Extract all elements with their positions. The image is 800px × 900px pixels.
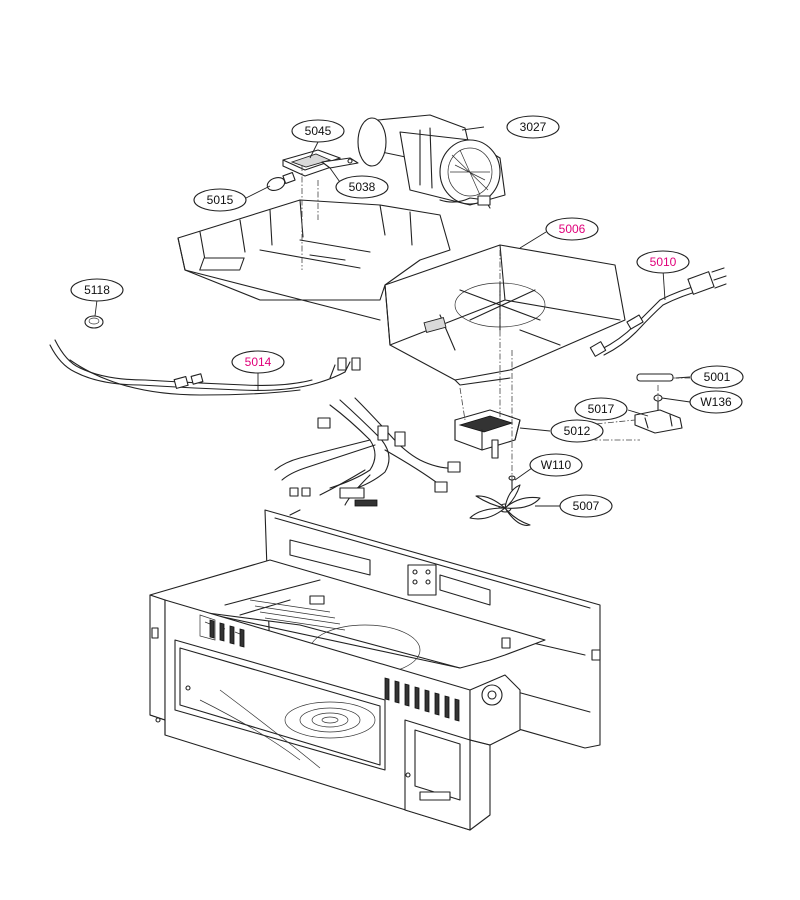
svg-text:5010: 5010 <box>650 255 677 269</box>
callout-5014: 5014 <box>231 350 285 374</box>
cabinet-cavity <box>149 509 601 831</box>
callout-5012: 5012 <box>550 419 604 443</box>
callout-5007: 5007 <box>559 494 613 518</box>
svg-text:W110: W110 <box>541 458 572 472</box>
svg-text:5045: 5045 <box>305 124 332 138</box>
callout-5010: 5010 <box>636 250 690 274</box>
callout-5001: 5001 <box>690 365 744 389</box>
callout-5017: 5017 <box>574 397 628 421</box>
blower-motor-assembly <box>357 114 506 209</box>
svg-text:3027: 3027 <box>520 120 547 134</box>
svg-text:5017: 5017 <box>588 402 615 416</box>
svg-text:5015: 5015 <box>207 193 234 207</box>
callout-5038: 5038 <box>335 175 389 199</box>
callout-5006: 5006 <box>545 217 599 241</box>
pin-5001 <box>636 373 690 382</box>
callout-5045: 5045 <box>291 119 345 143</box>
air-guide-5006 <box>177 199 626 386</box>
lamp-5015 <box>266 171 296 191</box>
callout-w110: W110 <box>529 453 583 477</box>
callout-5015: 5015 <box>193 188 247 212</box>
svg-text:5012: 5012 <box>564 424 591 438</box>
fan-blade-5007 <box>469 484 541 526</box>
svg-text:5001: 5001 <box>704 370 731 384</box>
sensor-5118 <box>84 315 104 329</box>
svg-text:5006: 5006 <box>559 222 586 236</box>
svg-text:5118: 5118 <box>84 283 110 297</box>
svg-text:5007: 5007 <box>573 499 600 513</box>
svg-text:W136: W136 <box>700 395 732 409</box>
fan-motor-5012 <box>454 409 521 459</box>
svg-text:5014: 5014 <box>245 355 272 369</box>
power-cord-5010 <box>589 267 727 357</box>
svg-text:5038: 5038 <box>349 180 376 194</box>
bracket-5017 <box>634 409 683 434</box>
callout-5118: 5118 <box>70 278 124 302</box>
callout-3027: 3027 <box>506 115 560 139</box>
wire-harness-5014 <box>49 339 461 516</box>
thermal-cutout-5045 <box>282 149 341 177</box>
bracket-5038 <box>321 157 359 169</box>
callout-w136: W136 <box>689 390 743 414</box>
